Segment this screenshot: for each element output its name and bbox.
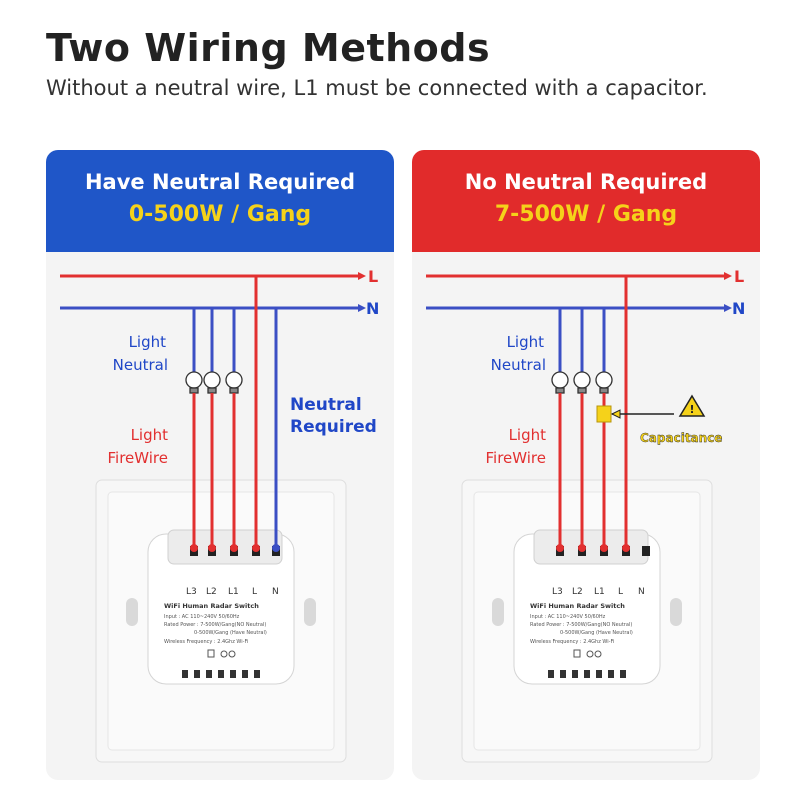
panel-title: Have Neutral Required [84,170,356,194]
mount-slot-right [304,598,316,626]
light-firewire-label-1: Light [131,426,169,444]
terminal-label-l: L [252,587,257,597]
terminal-block [167,529,283,565]
wiring-diagram-have-neutral: L3 L2 L1 L N WiFi Human Radar Switch Inp… [60,267,379,763]
light-neutral-label-1: Light [507,333,545,351]
page-subtitle: Without a neutral wire, L1 must be conne… [46,76,708,100]
light-firewire-label-2: FireWire [107,449,168,467]
spec-rated: Rated Power : 7-500W/Gang(NO Neutral) [530,622,632,628]
mount-slot-right [670,598,682,626]
capacitance-label: Capacitance [640,431,722,445]
light-firewire-label-2: FireWire [485,449,546,467]
module-name: WiFi Human Radar Switch [530,602,625,610]
live-line-label: L [734,267,744,286]
panel-power-rating: 0-500W / Gang [128,202,312,227]
terminal-label-n: N [272,587,279,597]
terminal-block [533,529,649,565]
live-line-label: L [368,267,378,286]
panel-header-have-neutral: Have Neutral Required 0-500W / Gang [46,150,394,252]
terminal-label-l2: L2 [572,587,583,597]
terminal-label-l2: L2 [206,587,217,597]
spec-input: Input : AC 110~240V 50/60Hz [530,614,606,620]
spec-wireless: Wireless Frequency : 2.4Ghz Wi-Fi [530,639,614,645]
mount-slot-left [492,598,504,626]
panel-title: No Neutral Required [464,170,708,194]
light-neutral-label-2: Neutral [113,356,168,374]
mount-slot-left [126,598,138,626]
spec-rated-2: 0-500W/Gang (Have Neutral) [194,630,267,636]
terminal-label-l: L [618,587,623,597]
spec-input: Input : AC 110~240V 50/60Hz [164,614,240,620]
light-neutral-label-2: Neutral [491,356,546,374]
panel-power-rating: 7-500W / Gang [494,202,678,227]
light-firewire-label-1: Light [509,426,547,444]
page-title: Two Wiring Methods [46,26,491,70]
spec-rated: Rated Power : 7-500W/Gang(NO Neutral) [164,622,266,628]
lamp-icon [185,371,243,394]
terminal-label-l3: L3 [552,587,563,597]
panel-have-neutral: Have Neutral Required 0-500W / Gang L3 L… [46,150,394,780]
wiring-diagram-no-neutral: L3 L2 L1 L N WiFi Human Radar Switch Inp… [426,267,745,763]
terminal-label-n: N [638,587,645,597]
svg-text:!: ! [689,403,694,416]
neutral-line-label: N [732,299,745,318]
warning-icon: ! [678,394,706,417]
certification-icons [207,649,236,658]
module-name: WiFi Human Radar Switch [164,602,259,610]
terminal-label-l1: L1 [228,587,239,597]
spec-wireless: Wireless Frequency : 2.4Ghz Wi-Fi [164,639,248,645]
lamp-icon [551,371,613,394]
certification-icons [573,649,602,658]
capacitor [596,405,612,423]
terminal-label-l1: L1 [594,587,605,597]
panel-header-no-neutral: No Neutral Required 7-500W / Gang [412,150,760,252]
spec-rated-2: 0-500W/Gang (Have Neutral) [560,630,633,636]
terminal-label-l3: L3 [186,587,197,597]
neutral-required-label-2: Required [290,417,377,437]
neutral-required-label-1: Neutral [290,395,362,415]
neutral-line-label: N [366,299,379,318]
panel-no-neutral: No Neutral Required 7-500W / Gang L3 L2 … [412,150,760,780]
light-neutral-label-1: Light [129,333,167,351]
